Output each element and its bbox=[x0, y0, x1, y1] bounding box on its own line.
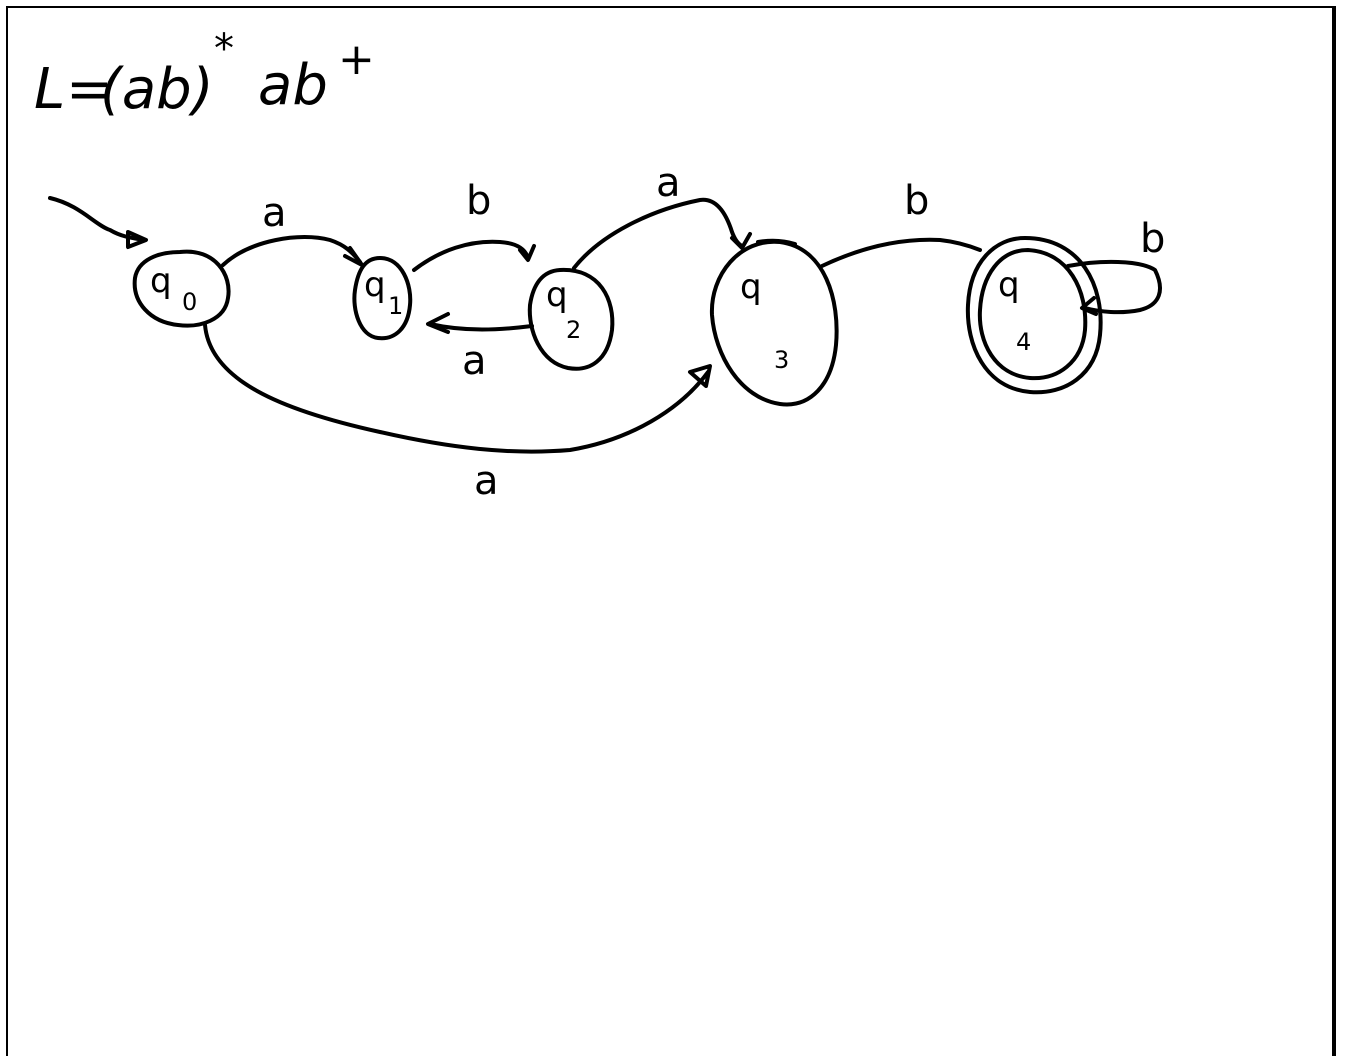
formula-group: (ab) bbox=[100, 57, 214, 122]
transition-q0-q3: a bbox=[203, 323, 712, 504]
start-arrow bbox=[48, 196, 148, 249]
state-q1: q 1 bbox=[352, 256, 413, 341]
state-label: q bbox=[998, 265, 1020, 305]
regex-formula: L = (ab) * ab + bbox=[34, 26, 375, 122]
transition-q0-q1: a bbox=[221, 190, 364, 267]
state-q0: q 0 bbox=[132, 249, 231, 328]
transition-label: b bbox=[1140, 216, 1165, 262]
transition-q4-loop: b bbox=[1066, 216, 1165, 316]
formula-equals: = bbox=[66, 57, 113, 122]
state-label: q bbox=[740, 267, 762, 307]
state-subscript: 2 bbox=[566, 316, 581, 344]
state-subscript: 3 bbox=[774, 346, 789, 374]
state-q3: q 3 bbox=[709, 238, 839, 407]
formula-lhs: L bbox=[34, 57, 65, 122]
formula-star: * bbox=[214, 26, 234, 72]
state-label: q bbox=[546, 275, 568, 315]
transition-label: b bbox=[904, 178, 929, 224]
transition-label: a bbox=[462, 338, 487, 384]
state-q4: q 4 bbox=[965, 236, 1103, 395]
transition-label: a bbox=[262, 190, 287, 236]
formula-plus: + bbox=[338, 34, 375, 85]
transition-label: b bbox=[466, 178, 491, 224]
state-subscript: 1 bbox=[388, 292, 403, 320]
state-label: q bbox=[364, 265, 386, 305]
state-label: q bbox=[150, 261, 172, 301]
transition-q3-q4: b bbox=[820, 178, 982, 268]
transition-q2-q3: a bbox=[572, 160, 752, 270]
transition-label: a bbox=[656, 160, 681, 206]
state-q2: q 2 bbox=[527, 267, 615, 371]
transition-q1-q2: b bbox=[412, 178, 536, 272]
state-subscript: 0 bbox=[182, 288, 197, 316]
transition-q2-q1: a bbox=[426, 312, 534, 384]
transition-label: a bbox=[474, 458, 499, 504]
formula-tail: ab bbox=[258, 53, 328, 118]
state-subscript: 4 bbox=[1016, 328, 1031, 356]
whiteboard-canvas bbox=[6, 6, 1336, 1056]
